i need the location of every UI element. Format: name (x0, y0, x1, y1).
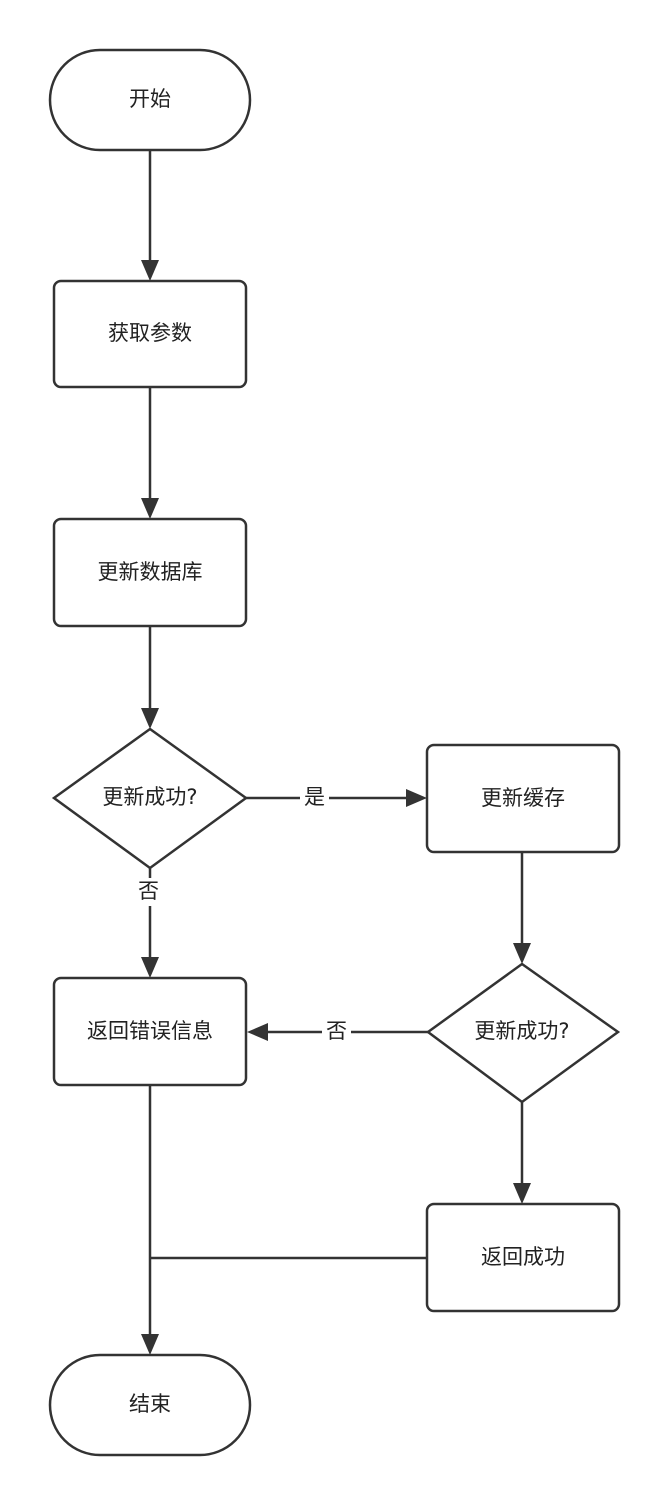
arrowhead (406, 789, 427, 807)
edge-label-yes: 是 (300, 784, 329, 812)
start-terminal (48, 48, 252, 152)
update-cache-box (425, 743, 621, 854)
return-success-box (425, 1202, 621, 1313)
cache-success-label: 更新成功? (474, 1019, 570, 1044)
update-db-box (52, 517, 248, 628)
arrowhead (247, 1023, 268, 1041)
update-cache-label: 更新缓存 (481, 785, 565, 810)
end-terminal (48, 1353, 252, 1457)
return-error-label: 返回错误信息 (87, 1018, 213, 1043)
get-params-label: 获取参数 (108, 321, 192, 346)
end-label: 结束 (129, 1392, 171, 1417)
return-error-box (52, 976, 248, 1087)
arrowhead (513, 1183, 531, 1204)
arrowhead (141, 260, 159, 281)
cache-success-diamond (425, 962, 621, 1104)
edge-label-no-cache: 否 (322, 1018, 351, 1046)
start-label: 开始 (129, 87, 171, 112)
arrowhead (141, 498, 159, 519)
arrowhead (513, 943, 531, 964)
get-params-box (52, 279, 248, 389)
return-success-label: 返回成功 (481, 1244, 565, 1269)
update-db-label: 更新数据库 (97, 559, 203, 584)
db-success-label: 更新成功? (102, 785, 198, 810)
arrowhead (141, 708, 159, 729)
edge-label-no-db: 否 (134, 878, 163, 906)
arrowhead (141, 1334, 159, 1355)
arrowhead (141, 957, 159, 978)
db-success-diamond (51, 727, 249, 870)
